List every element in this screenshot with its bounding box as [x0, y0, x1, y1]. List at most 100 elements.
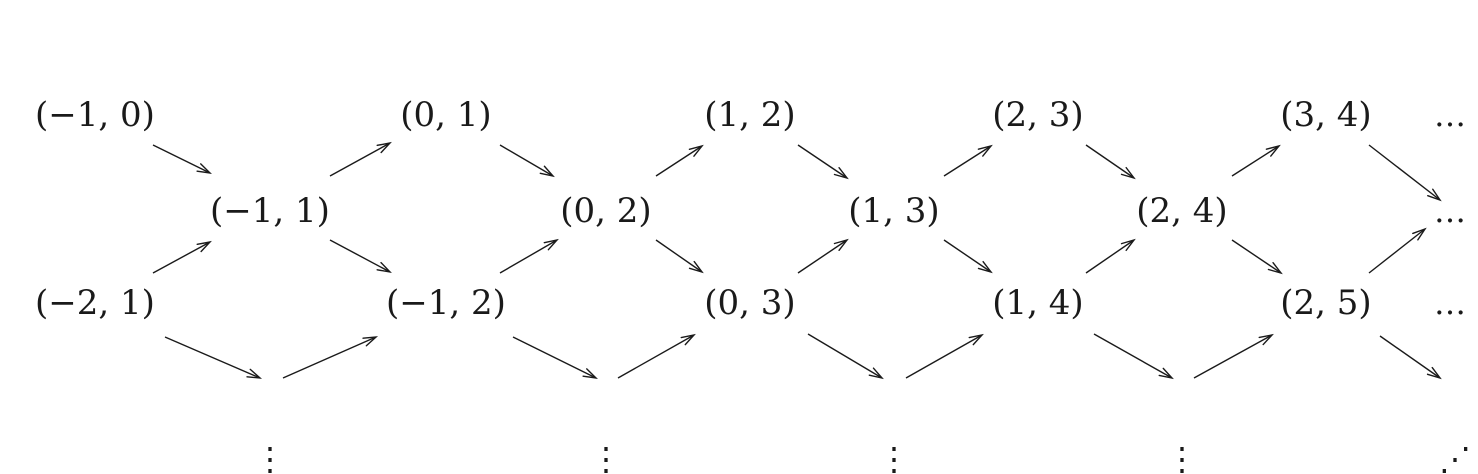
arrow: [1231, 144, 1281, 177]
arrow-head: [833, 167, 849, 180]
column-continuation-3: ⋮: [878, 440, 910, 474]
arrow-head: [1426, 366, 1442, 380]
arrow-shaft: [282, 336, 377, 379]
node-1-4: (1, 4): [992, 283, 1083, 323]
arrow-shaft: [905, 334, 983, 379]
arrow-shaft: [617, 334, 695, 379]
node-1-3: (1, 3): [848, 191, 939, 231]
arrow-shaft: [152, 144, 211, 174]
arrow: [943, 239, 993, 274]
arrow-shaft: [1085, 239, 1135, 274]
node-m1-0: (−1, 0): [35, 95, 155, 135]
arrow: [164, 336, 263, 379]
arrow-head: [1120, 166, 1136, 180]
arrow: [797, 144, 849, 180]
arrow: [152, 240, 212, 274]
arrow-head: [868, 367, 884, 380]
arrow-shaft: [1193, 334, 1273, 379]
arrow-shaft: [164, 336, 261, 379]
arrow-head: [1120, 238, 1136, 252]
arrow: [1085, 144, 1136, 180]
node-0-2: (0, 2): [560, 191, 651, 231]
arrow: [1368, 227, 1427, 274]
node-0-1: (0, 1): [400, 95, 491, 135]
node-2-3: (2, 3): [992, 95, 1083, 135]
arrow-shaft: [797, 144, 848, 179]
arrow-shaft: [1085, 144, 1135, 179]
arrow: [1368, 144, 1442, 202]
arrow-shaft: [943, 239, 992, 273]
arrow-head: [582, 368, 598, 379]
arrow-head: [1265, 144, 1281, 157]
arrow: [329, 141, 392, 177]
arrow: [1379, 335, 1442, 380]
arrow: [655, 239, 704, 274]
node-m2-1: (−2, 1): [35, 283, 155, 323]
arrow-shaft: [655, 145, 703, 177]
arrow-head: [977, 144, 993, 157]
arrow: [152, 144, 212, 174]
arrow-shaft: [1093, 333, 1173, 379]
arrow-shaft: [1368, 228, 1426, 274]
arrow-head: [543, 238, 559, 251]
arrow-head: [977, 260, 993, 274]
arrow-head: [539, 165, 555, 178]
arrow-shaft: [499, 239, 558, 274]
arrow-shaft: [1368, 144, 1441, 201]
arrow-head: [1158, 367, 1174, 380]
arrow-head: [246, 368, 263, 379]
column-continuation-1: ⋮: [254, 440, 286, 474]
arrow-shaft: [152, 241, 211, 274]
arrow-shaft: [943, 145, 992, 177]
arrow-head: [680, 333, 696, 346]
arrow: [617, 333, 696, 379]
arrow-shaft: [797, 239, 848, 274]
arrow: [1085, 238, 1136, 274]
node-0-3: (0, 3): [704, 283, 795, 323]
arrow: [1093, 333, 1174, 380]
arrow-head: [1258, 333, 1274, 346]
arrow: [797, 238, 849, 274]
arrow-shaft: [499, 144, 554, 177]
labels-layer: (−1, 0) (0, 1) (1, 2) (2, 3) (3, 4) … (−…: [35, 95, 1471, 474]
arrow-shaft: [329, 239, 391, 273]
arrow-shaft: [329, 142, 391, 177]
arrow-head: [1267, 262, 1283, 275]
node-m1-1: (−1, 1): [210, 191, 330, 231]
row3-continuation: …: [1434, 284, 1466, 322]
arrow-head: [833, 238, 849, 251]
arrow: [655, 144, 704, 177]
arrow-head: [968, 333, 984, 346]
arrow-head: [376, 141, 392, 154]
arrow: [329, 239, 392, 274]
node-m1-2: (−1, 2): [386, 283, 506, 323]
arrow-head: [1412, 227, 1427, 241]
arrow-head: [196, 240, 212, 253]
arrow: [499, 238, 559, 274]
row2-continuation: …: [1434, 192, 1466, 230]
arrow-shaft: [655, 239, 703, 273]
arrow: [1231, 239, 1283, 275]
arrow-shaft: [1231, 145, 1280, 177]
arrow: [512, 336, 598, 379]
arrow-shaft: [1231, 239, 1282, 274]
arrow-shaft: [512, 336, 597, 379]
arrow-head: [688, 260, 704, 274]
arrow-head: [688, 144, 704, 157]
arrow-head: [376, 261, 392, 274]
row1-continuation: …: [1434, 96, 1466, 134]
arrow: [1193, 333, 1274, 379]
column-continuation-2: ⋮: [590, 440, 622, 474]
node-1-2: (1, 2): [704, 95, 795, 135]
arrow-head: [362, 336, 379, 347]
node-2-4: (2, 4): [1136, 191, 1227, 231]
arrow: [499, 144, 555, 178]
column-continuation-4: ⋮: [1166, 440, 1198, 474]
node-3-4: (3, 4): [1280, 95, 1371, 135]
arrow: [943, 144, 993, 177]
arrows-layer: [152, 141, 1442, 380]
arrow-head: [196, 163, 212, 174]
arrow: [905, 333, 984, 379]
arrow: [282, 336, 379, 379]
